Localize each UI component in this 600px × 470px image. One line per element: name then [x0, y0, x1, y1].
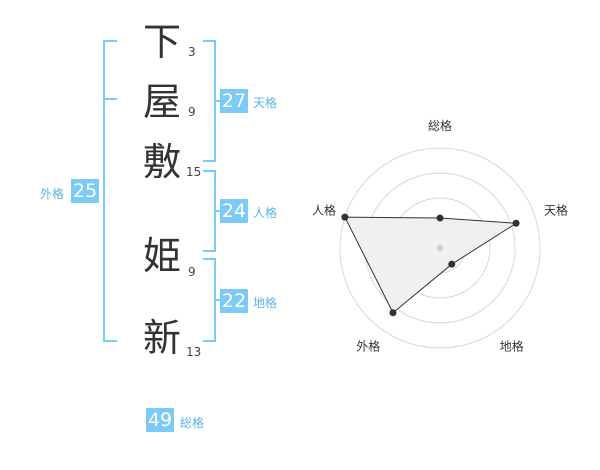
tenkaku-badge: 27 — [220, 89, 248, 113]
gaikaku-bracket — [103, 40, 117, 342]
radar-point-3 — [448, 260, 456, 268]
soukaku-label: 総格 — [180, 416, 205, 430]
radar-ring-4 — [339, 147, 541, 349]
radar-axis-label-3: 地格 — [500, 339, 524, 354]
gaikaku-label: 外格 — [40, 187, 65, 201]
radar-point-5 — [341, 213, 349, 221]
soukaku-badge: 49 — [146, 408, 174, 432]
jinkaku-tick — [214, 210, 220, 212]
chikaku-badge: 22 — [220, 289, 248, 313]
radar-axis-label-2: 天格 — [544, 202, 568, 217]
char-5: 新 — [143, 316, 182, 360]
char-1: 下 — [143, 20, 182, 64]
radar-points — [341, 213, 520, 317]
radar-point-4 — [389, 309, 397, 317]
strokes-1: 3 — [188, 45, 196, 59]
radar-axis-label-4: 外格 — [356, 339, 380, 354]
gaikaku-badge: 25 — [71, 179, 99, 203]
tenkaku-label: 天格 — [253, 96, 278, 110]
char-3: 敷 — [143, 140, 182, 184]
strokes-4: 9 — [188, 265, 196, 279]
jinkaku-badge: 24 — [220, 199, 248, 223]
strokes-3: 15 — [186, 165, 202, 179]
char-2: 屋 — [143, 80, 182, 124]
jinkaku-label: 人格 — [253, 206, 278, 220]
radar-polygon — [344, 216, 518, 314]
radar-axis-label-1: 総格 — [428, 118, 452, 133]
char-4: 姫 — [143, 234, 182, 278]
radar-point-1 — [436, 214, 444, 222]
radar-center-dot — [437, 245, 443, 251]
tenkaku-tick — [214, 100, 220, 102]
chikaku-tick — [214, 299, 220, 301]
chikaku-label: 地格 — [253, 296, 278, 310]
strokes-2: 9 — [188, 105, 196, 119]
strokes-5: 13 — [186, 345, 202, 359]
radar-axis-label-5: 人格 — [312, 202, 336, 217]
gaikaku-tick-upper — [105, 98, 117, 100]
radar-point-2 — [512, 219, 520, 227]
